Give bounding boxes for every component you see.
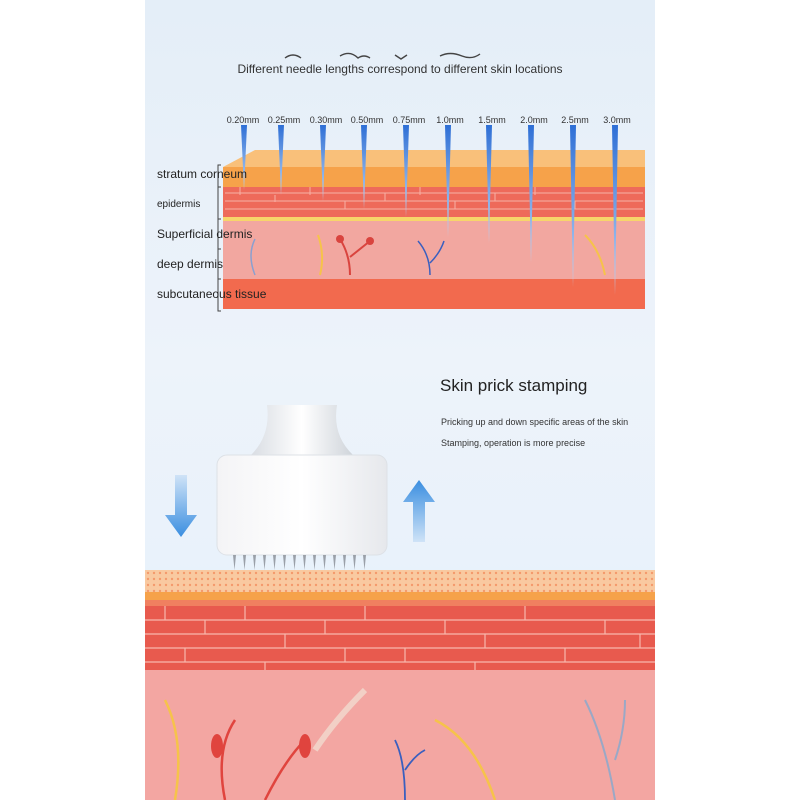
layer-label-deep-dermis: deep dermis [157,257,224,271]
headline: Different needle lengths correspond to d… [237,62,563,76]
decorative-scribble [284,52,481,60]
needle-length-label: 0.50mm [350,115,384,125]
stamp-device [216,405,388,570]
skin-cross-section [145,570,655,800]
needle-length-label: 0.25mm [267,115,301,125]
arrow-down-icon [165,475,197,537]
needle-length-label: 2.0mm [520,115,548,125]
stamping-title: Skin prick stamping [440,376,588,395]
arrow-up-icon [403,480,435,542]
layer-label-epidermis: epidermis [157,199,201,210]
needle-length-label: 2.5mm [561,115,589,125]
needle-length-label: 0.30mm [309,115,343,125]
skin-layers-diagram [217,125,645,312]
needle-length-label: 1.5mm [478,115,506,125]
layer-label-stratum-corneum: stratum corneum [157,167,248,181]
layer-label-superficial-dermis: Superficial dermis [157,227,253,241]
needle-length-label: 3.0mm [603,115,631,125]
layer-label-subcutaneous: subcutaneous tissue [157,287,267,301]
needle-length-label: 1.0mm [436,115,464,125]
stamping-description-1: Pricking up and down specific areas of t… [441,417,629,427]
product-panel: Different needle lengths correspond to d… [145,0,655,800]
needle-length-label: 0.75mm [392,115,426,125]
stamping-description-2: Stamping, operation is more precise [441,438,586,448]
needle-length-label: 0.20mm [226,115,260,125]
